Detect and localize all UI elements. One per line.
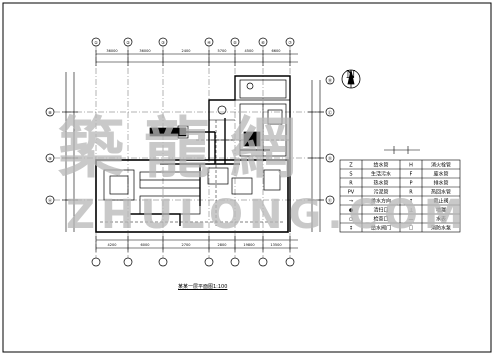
axis-marker-label: ① (94, 40, 98, 45)
legend-text: Z 给水管 H 消火栓管 S 生活污水 F 废水管 R 热水管 P 排水管 PV 污泥管 R 热回水管 → 排水方… (348, 162, 451, 232)
dimension-text: 2800 (218, 243, 227, 247)
axis-marker-label: ⑧ (48, 110, 52, 115)
dimension-text: 4200 (108, 243, 117, 247)
legend-cell-r0-c1: 给水管 (373, 162, 388, 169)
north-arrow (341, 69, 361, 89)
dimension-text: 2400 (182, 49, 191, 53)
axis-marker-label: ④ (207, 40, 211, 45)
dimension-text: 6000 (141, 243, 150, 247)
legend-cell-r2-c1: 热水管 (373, 180, 388, 187)
legend-cell-r1-c0: S (349, 172, 352, 178)
axis-marker-label: ⑤ (233, 40, 237, 45)
legend-callout (384, 146, 420, 154)
legend-cell-r6-c1: 检查口 (373, 216, 388, 223)
axis-marker-label: Ⓑ (328, 77, 332, 83)
legend-cell-r6-c2: — (409, 217, 414, 223)
legend-cell-r6-c3: 水表 (436, 216, 446, 223)
plan-title: 某某一层平面图1:100 (178, 284, 228, 290)
top-dimension-lines (95, 50, 298, 66)
legend-cell-r5-c3: 地漏 (436, 207, 446, 214)
dimension-text: 5700 (218, 49, 227, 53)
bottom-dimension-lines (95, 236, 298, 252)
legend-cell-r6-c0: ○ (349, 217, 353, 223)
axis-marker-label: Ⓒ (328, 109, 332, 115)
legend-cell-r1-c1: 生活污水 (371, 171, 391, 178)
piping (130, 118, 270, 226)
legend-table-grid (339, 159, 461, 233)
legend-cell-r3-c1: 污泥管 (373, 189, 388, 196)
axis-marker-label: ⑦ (288, 40, 292, 45)
legend-cell-r7-c0: ↕ (349, 226, 353, 232)
axis-grid (54, 46, 326, 258)
north-label: N (346, 68, 356, 81)
axis-marker-label: ⑨ (48, 156, 52, 161)
legend-cell-r4-c3: 截止阀 (433, 198, 448, 205)
sheet-border (2, 2, 492, 353)
axis-marker-label: ⑥ (261, 40, 265, 45)
legend-cell-r4-c2: ↑ (409, 199, 413, 205)
axis-marker-label: Ⓐ (48, 197, 52, 203)
legend-cell-r1-c2: F (410, 172, 413, 178)
legend-cell-r5-c2: ⊥ (409, 208, 413, 214)
legend-cell-r1-c3: 废水管 (433, 171, 448, 178)
legend-cell-r3-c3: 热回水管 (431, 189, 451, 196)
building-outline (95, 75, 291, 233)
axis-markers (45, 37, 335, 267)
legend-cell-r7-c2: ☐ (409, 226, 413, 232)
dimension-text: 2700 (182, 243, 191, 247)
axis-marker-label: Ⓔ (328, 197, 332, 203)
legend-cell-r2-c2: P (409, 181, 412, 187)
dimension-text: 36000 (139, 49, 150, 53)
dimension-text: 6600 (272, 49, 281, 53)
dimension-text: 4500 (245, 49, 254, 53)
dimension-text: 36000 (106, 49, 117, 53)
legend-cell-r2-c3: 排水管 (433, 180, 448, 187)
legend-cell-r4-c0: → (349, 199, 353, 205)
legend-cell-r5-c1: 清扫口 (373, 207, 388, 214)
legend-cell-r7-c3: 消防水泵 (431, 225, 451, 232)
piping-thin (100, 120, 290, 226)
side-dimension-lines (62, 72, 324, 232)
axis-marker-label: ② (126, 40, 130, 45)
axis-marker-label: ③ (161, 40, 165, 45)
dimension-text: 19800 (243, 243, 254, 247)
legend-cell-r3-c0: PV (348, 190, 355, 196)
legend-cell-r0-c2: H (409, 163, 413, 169)
legend-cell-r0-c3: 消火栓管 (431, 162, 451, 169)
legend-cell-r2-c0: R (349, 181, 353, 187)
legend-cell-r3-c2: R (409, 190, 413, 196)
legend-cell-r5-c0: ● (349, 208, 354, 214)
axis-marker-label: Ⓓ (328, 155, 332, 161)
dimension-text: 13500 (270, 243, 281, 247)
legend-cell-r0-c0: Z (349, 163, 353, 169)
equipment (103, 82, 283, 215)
legend-cell-r7-c1: 给水阀门 (371, 225, 391, 232)
legend-cell-r4-c1: 排水方向 (371, 198, 391, 205)
